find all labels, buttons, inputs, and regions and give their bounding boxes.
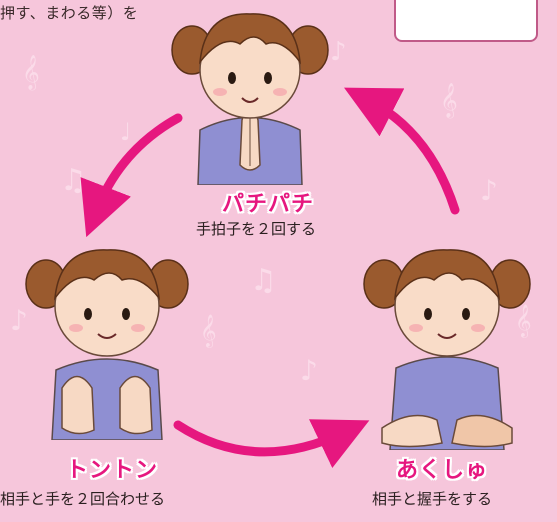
svg-text:♪: ♪ bbox=[330, 37, 347, 67]
svg-text:𝄞: 𝄞 bbox=[515, 304, 532, 338]
child-tapping-hands-illustration bbox=[25, 249, 189, 440]
svg-text:♩: ♩ bbox=[120, 118, 131, 146]
svg-text:𝄞: 𝄞 bbox=[200, 314, 217, 348]
step-caption-handshake: 相手と握手をする bbox=[372, 490, 493, 508]
step-caption-clap: 手拍子を２回する bbox=[196, 220, 317, 238]
instruction-text: 押す、まわる等）を bbox=[0, 4, 139, 22]
child-clapping-illustration bbox=[171, 13, 329, 185]
svg-text:♪: ♪ bbox=[10, 304, 28, 337]
arrow-top-left bbox=[80, 113, 183, 238]
step-title-handshake: あくしゅ bbox=[396, 458, 489, 483]
arrow-right bbox=[344, 87, 460, 215]
svg-text:♪: ♪ bbox=[480, 174, 498, 207]
note-box bbox=[394, 0, 538, 42]
step-title-tap: トントン bbox=[66, 458, 159, 483]
step-title-clap: パチパチ bbox=[222, 192, 315, 217]
step-caption-tap: 相手と手を２回合わせる bbox=[0, 490, 166, 508]
svg-text:𝄞: 𝄞 bbox=[440, 83, 458, 119]
svg-text:♪: ♪ bbox=[300, 354, 318, 387]
arrow-bottom bbox=[173, 419, 370, 468]
svg-text:♫: ♫ bbox=[250, 263, 277, 298]
child-handshake-illustration bbox=[363, 249, 531, 450]
svg-text:𝄞: 𝄞 bbox=[22, 55, 40, 91]
